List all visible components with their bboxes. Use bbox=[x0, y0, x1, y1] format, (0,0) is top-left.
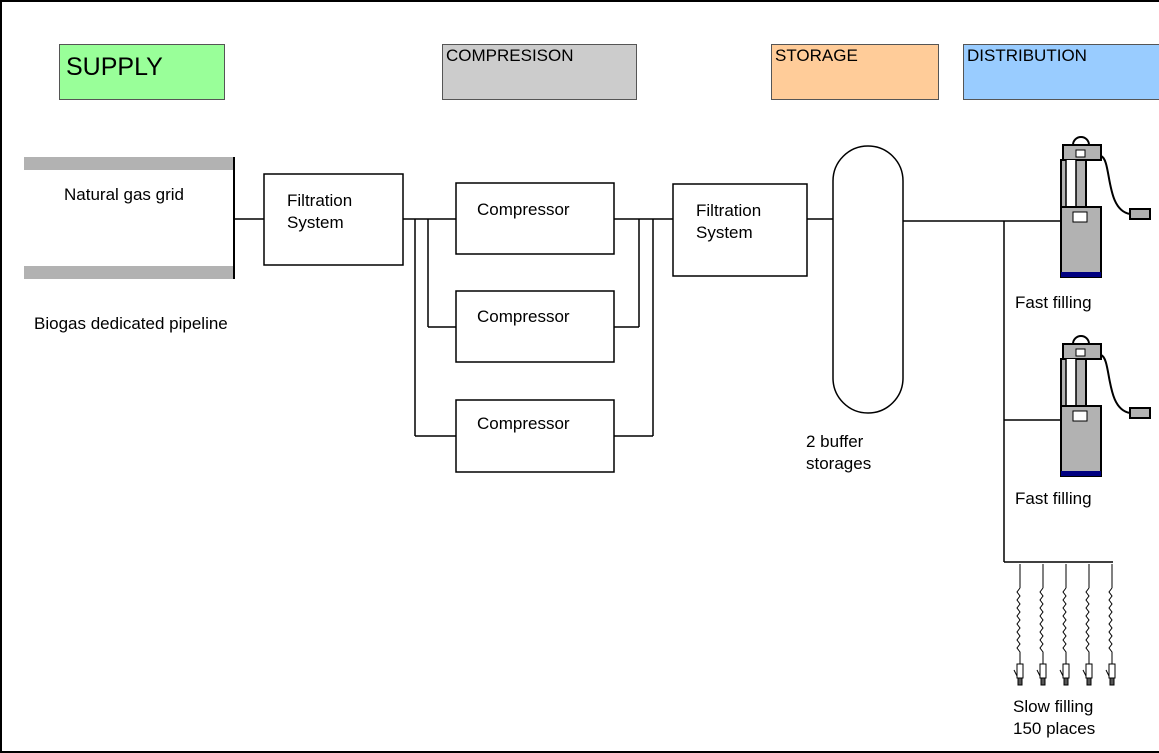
dispenser-icon bbox=[1060, 335, 1151, 477]
compressor-label-3: Compressor bbox=[477, 414, 570, 433]
natural-gas-grid-label: Natural gas grid bbox=[64, 185, 185, 204]
slow-filling-nozzles bbox=[1013, 564, 1116, 686]
fast-filling-label-2: Fast filling bbox=[1015, 489, 1092, 508]
filtration-2-line2: System bbox=[696, 223, 753, 242]
nozzle-icon bbox=[1013, 564, 1024, 686]
storage-label-line2: storages bbox=[806, 454, 872, 473]
slow-filling-line1: Slow filling bbox=[1013, 697, 1094, 716]
buffer-storage-vessel bbox=[832, 145, 904, 414]
compressor-box-3 bbox=[455, 399, 615, 473]
fast-filling-label-1: Fast filling bbox=[1015, 293, 1092, 312]
header-distribution: DISTRIBUTION bbox=[963, 44, 1159, 100]
gas-grid-pipe bbox=[24, 157, 235, 279]
dispenser-icon bbox=[1060, 136, 1151, 278]
filtration-box-2 bbox=[672, 183, 808, 277]
filtration-2-line1: Filtration bbox=[696, 201, 762, 220]
header-storage: STORAGE bbox=[771, 44, 939, 100]
biogas-pipeline-label: Biogas dedicated pipeline bbox=[34, 314, 228, 333]
storage-label-line1: 2 buffer bbox=[806, 432, 864, 451]
header-supply: SUPPLY bbox=[59, 44, 225, 100]
nozzle-icon bbox=[1036, 564, 1047, 686]
nozzle-icon bbox=[1082, 564, 1093, 686]
compressor-label-2: Compressor bbox=[477, 307, 570, 326]
compressor-label-1: Compressor bbox=[477, 200, 570, 219]
header-compression: COMPRESISON bbox=[442, 44, 637, 100]
nozzle-icon bbox=[1105, 564, 1116, 686]
filtration-1-line1: Filtration bbox=[287, 191, 353, 210]
slow-filling-line2: 150 places bbox=[1013, 719, 1096, 738]
filtration-1-line2: System bbox=[287, 213, 344, 232]
nozzle-icon bbox=[1059, 564, 1070, 686]
